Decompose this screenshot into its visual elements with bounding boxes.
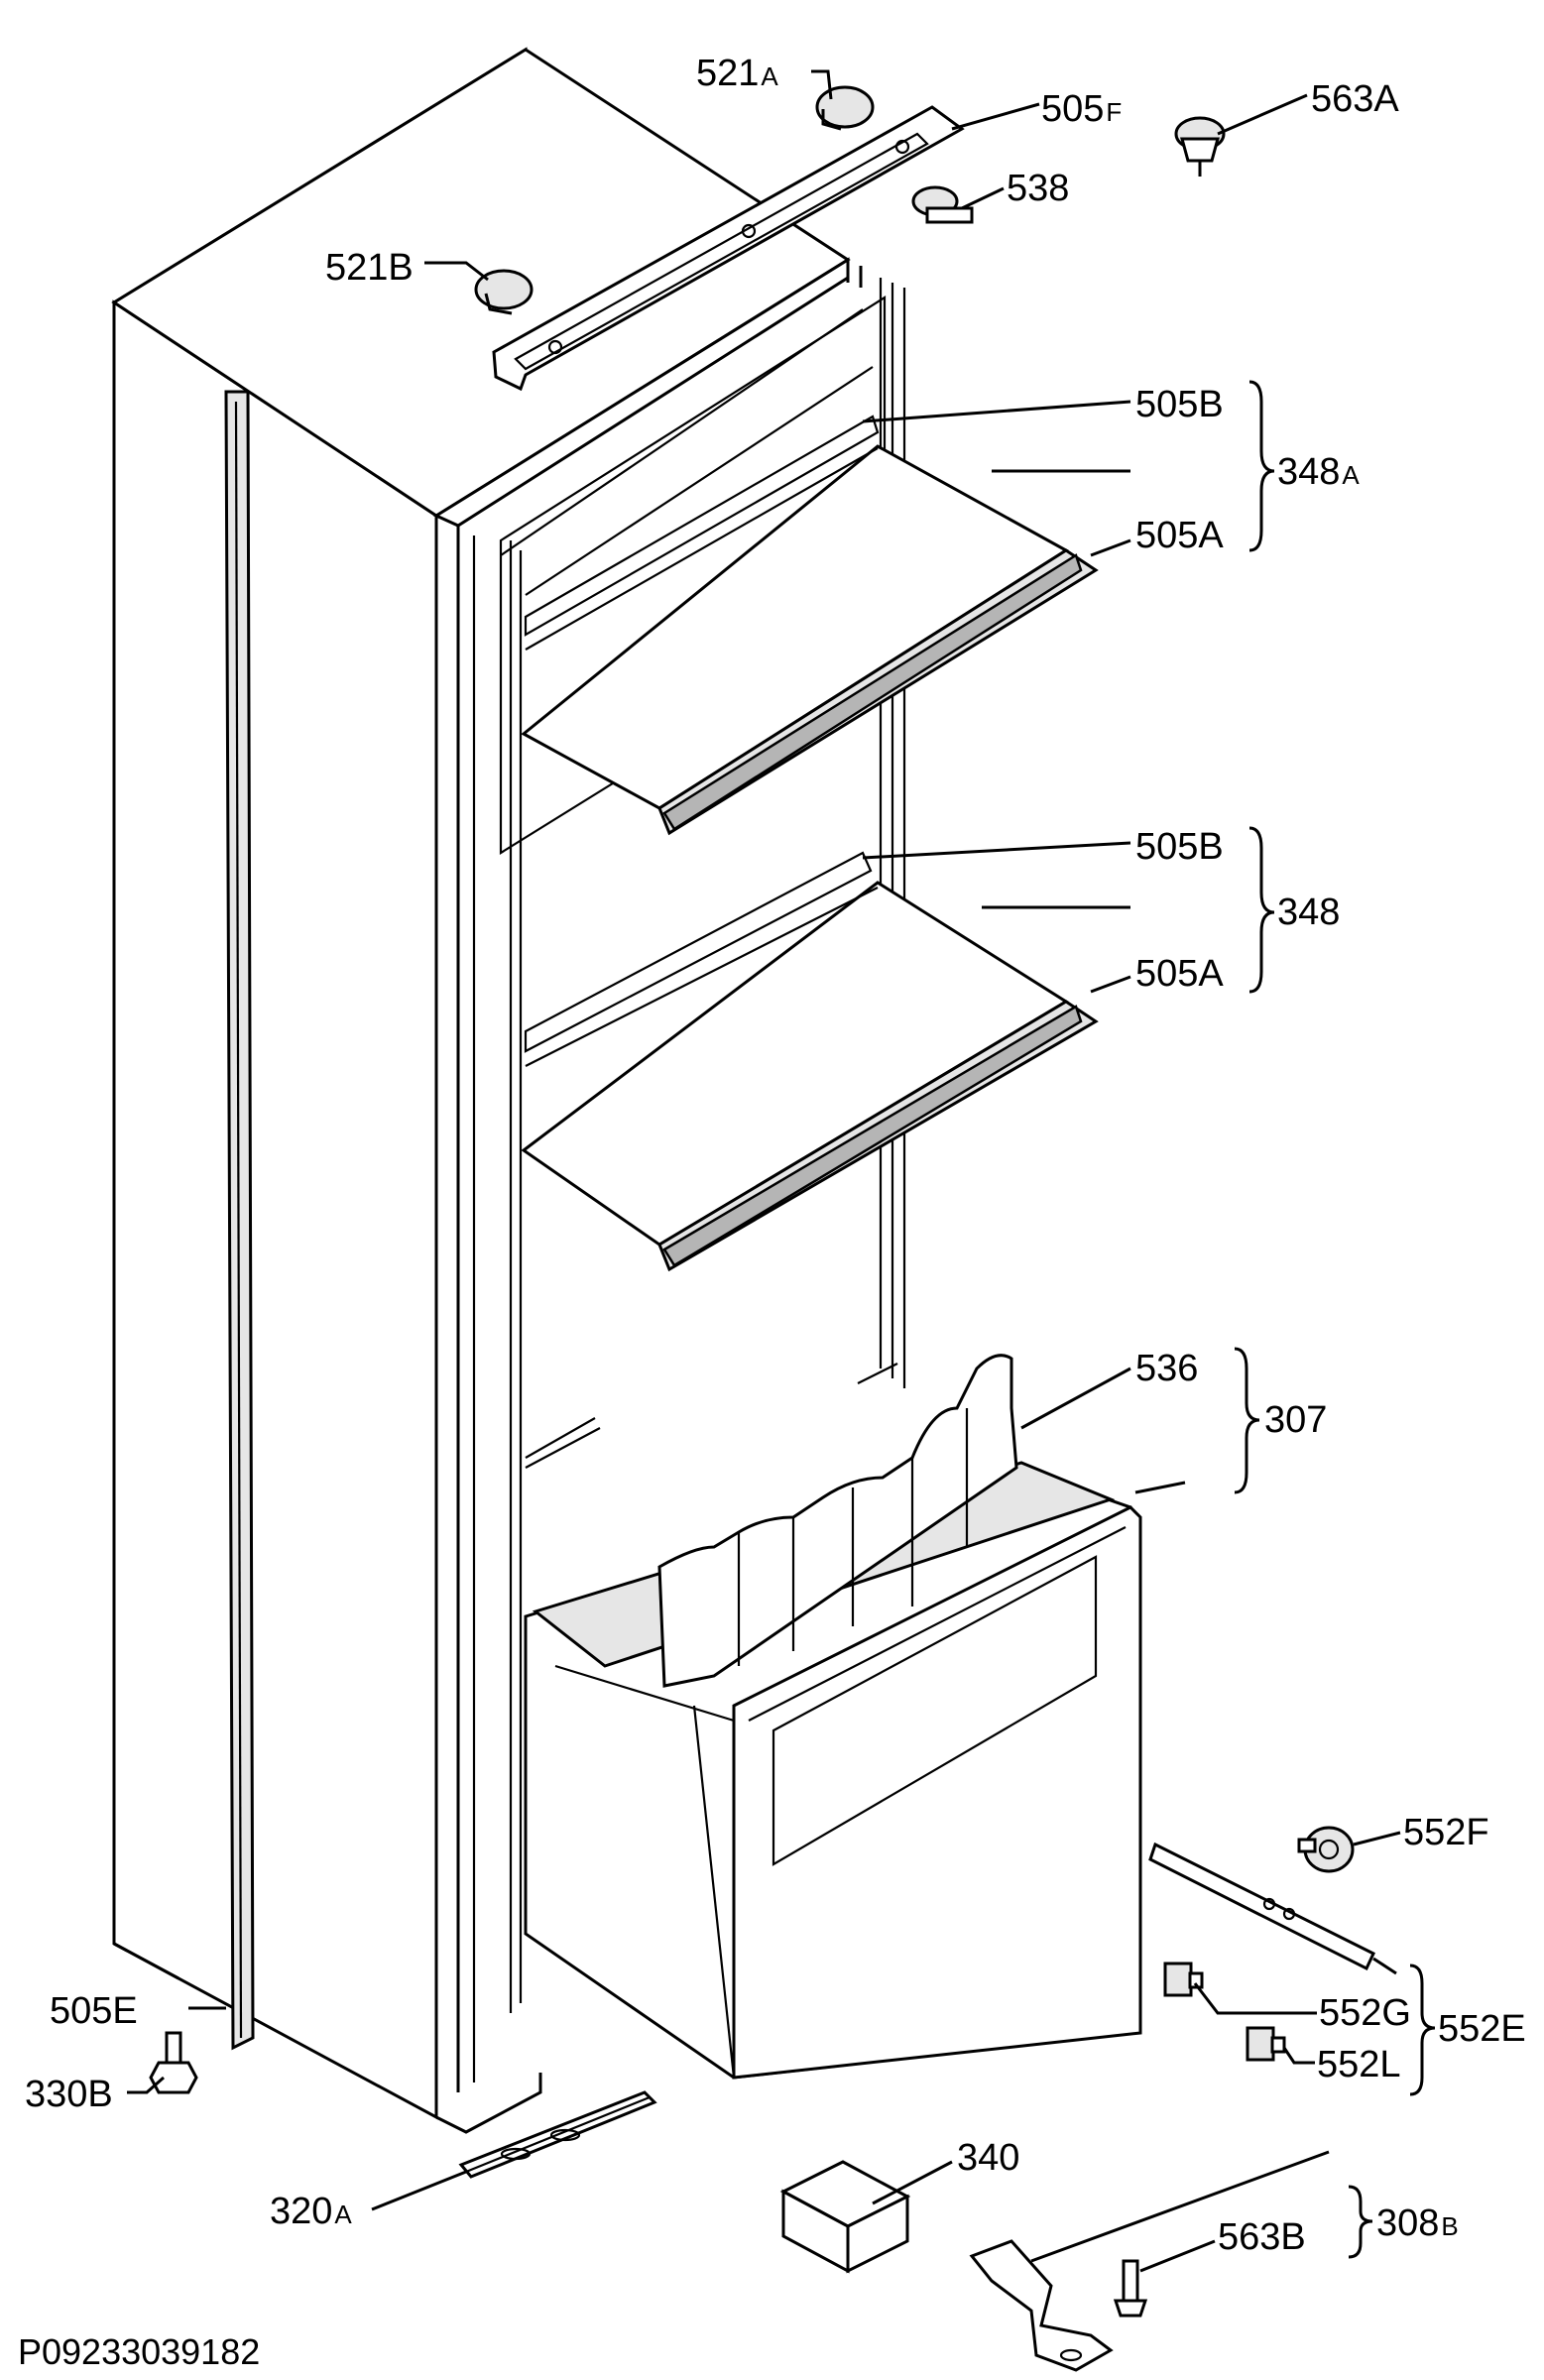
adjustable-foot <box>149 2031 198 2094</box>
glass-shelf-upper <box>521 415 1099 836</box>
label-505f: 505F <box>1041 88 1122 130</box>
label-348: 348 <box>1277 892 1340 933</box>
screw-cap-a <box>1174 116 1226 177</box>
label-538: 538 <box>1007 168 1069 209</box>
hinge-bush <box>1297 1826 1355 1873</box>
label-505a-lower: 505A <box>1135 953 1224 995</box>
label-505a-upper: 505A <box>1135 515 1224 556</box>
bottom-hinge <box>969 2239 1114 2372</box>
door-gasket-strip <box>224 390 255 2051</box>
part-labels: 521A 505F 563A 538 521B 505B 348A 505A 5… <box>18 53 1526 2372</box>
glass-shelf-lower <box>521 851 1099 1272</box>
label-563a: 563A <box>1311 78 1399 120</box>
label-307: 307 <box>1264 1399 1327 1441</box>
label-348a: 348A <box>1277 451 1360 493</box>
label-552f: 552F <box>1403 1812 1489 1853</box>
door-bracket-strip <box>1148 1842 1375 1971</box>
hinge-cap-b <box>474 269 534 315</box>
drawing-code: P09233039182 <box>18 2331 260 2372</box>
label-552g: 552G <box>1319 1992 1411 2034</box>
top-hinge-bracket <box>492 105 965 392</box>
label-552e: 552E <box>1438 2008 1526 2050</box>
freezer-drawer <box>524 1354 1142 2080</box>
label-340: 340 <box>957 2137 1019 2179</box>
leader-lines <box>127 69 1401 2273</box>
group-braces <box>1234 380 1436 2259</box>
label-505b-upper: 505B <box>1135 384 1224 425</box>
hinge-pin <box>911 185 974 224</box>
label-552l: 552L <box>1317 2044 1401 2085</box>
slide-rail <box>458 2090 657 2179</box>
label-505b-lower: 505B <box>1135 826 1224 868</box>
label-521b: 521B <box>325 247 414 289</box>
label-536: 536 <box>1135 1348 1198 1389</box>
clip-g <box>1163 1962 1204 1997</box>
screw-b <box>1113 2259 1148 2318</box>
hinge-cap-a <box>815 85 875 131</box>
label-320a: 320A <box>270 2191 352 2232</box>
label-308b: 308B <box>1376 2202 1459 2244</box>
label-563b: 563B <box>1218 2216 1306 2258</box>
label-521a: 521A <box>696 53 778 94</box>
label-330b: 330B <box>25 2074 113 2115</box>
cold-accumulator <box>779 2160 911 2274</box>
label-505e: 505E <box>50 1990 138 2032</box>
clip-l <box>1246 2026 1286 2062</box>
